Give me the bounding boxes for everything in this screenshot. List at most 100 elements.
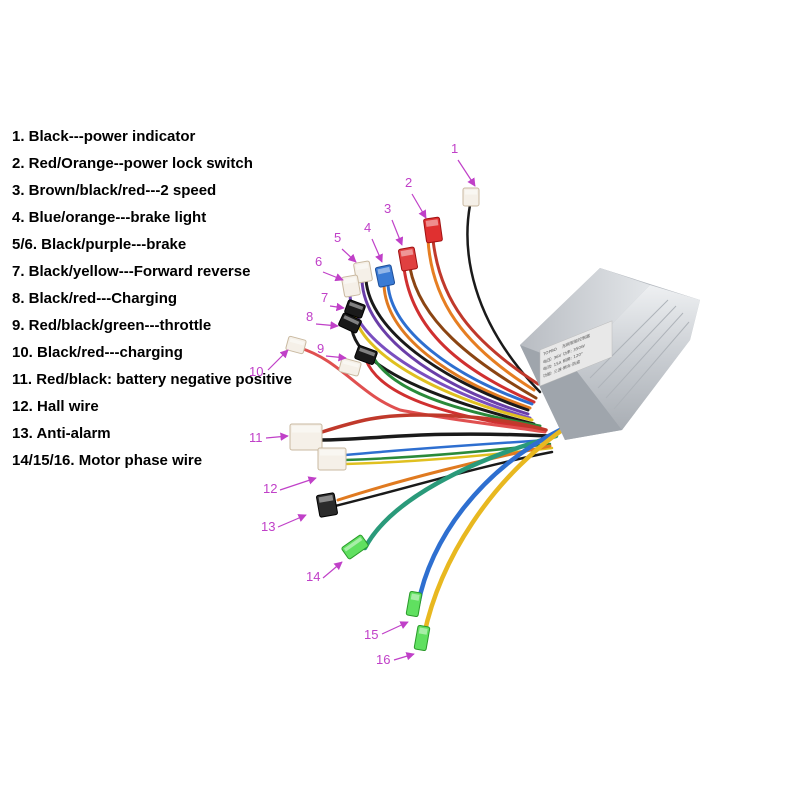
wire-25 — [421, 425, 568, 638]
legend-item-6: 7. Black/yellow---Forward reverse — [12, 263, 251, 280]
connector-icon — [317, 447, 347, 471]
connector-highlight — [342, 360, 360, 368]
arrow-icon — [391, 219, 404, 246]
connector-icon — [341, 274, 361, 298]
connector-icon — [354, 345, 378, 365]
connector-body — [374, 264, 396, 288]
callout-16: 16 — [376, 652, 390, 667]
connector-icon — [341, 534, 369, 560]
callout-15: 15 — [364, 627, 378, 642]
arrow-icon — [381, 621, 409, 635]
legend-item-12: 13. Anti-alarm — [12, 425, 111, 442]
wire-4 — [408, 266, 538, 400]
legend-item-4: 4. Blue/orange---brake light — [12, 209, 207, 226]
legend-item-9: 10. Black/red---charging — [12, 344, 183, 361]
wire-13 — [370, 353, 542, 428]
connector-icon — [338, 357, 362, 377]
legend-item-11: 12. Hall wire — [12, 398, 99, 415]
connector-highlight — [425, 219, 439, 227]
connector-icon — [462, 187, 480, 207]
connector-icon — [398, 246, 418, 272]
controller-icon: TOPBO 无刷智能控制器 电压: 36V 功率: 350W 电流: 15A 相… — [520, 268, 700, 440]
connector-body — [354, 345, 378, 365]
wire-12 — [350, 328, 536, 426]
connector-icon — [413, 624, 431, 652]
connector-body — [423, 216, 443, 244]
connector-icon — [353, 260, 373, 284]
callout-7: 7 — [321, 290, 328, 305]
arrow-icon — [277, 514, 307, 528]
arrow-icon — [315, 321, 339, 330]
wire-1 — [466, 203, 542, 394]
wire-23 — [362, 433, 559, 551]
connector-highlight — [358, 347, 376, 357]
connector-highlight — [355, 263, 369, 271]
connector-icon — [316, 492, 338, 518]
connector-highlight — [400, 249, 414, 257]
connector-body — [405, 590, 423, 618]
connector-icon — [374, 264, 396, 288]
connector-highlight — [320, 450, 344, 456]
wire-8 — [364, 278, 530, 412]
callout-3: 3 — [384, 201, 391, 216]
arrow-icon — [393, 652, 415, 661]
connector-icon — [338, 312, 362, 334]
arrow-icon — [279, 476, 317, 491]
arrow-icon — [265, 432, 289, 441]
callout-8: 8 — [306, 309, 313, 324]
wire-16 — [320, 413, 548, 434]
connector-body — [462, 187, 480, 207]
arrow-icon — [325, 353, 347, 362]
connector-body — [344, 299, 366, 319]
callout-12: 12 — [263, 481, 277, 496]
arrow-icon — [341, 248, 357, 263]
connector-body — [398, 246, 418, 272]
connector-body — [289, 423, 323, 451]
connector-highlight — [410, 593, 420, 601]
callout-2: 2 — [405, 175, 412, 190]
arrow-icon — [329, 302, 345, 312]
connector-body — [341, 274, 361, 298]
callout-5: 5 — [334, 230, 341, 245]
controller-brand: TOPBO — [542, 346, 557, 357]
arrow-icon — [411, 193, 427, 219]
callout-14: 14 — [306, 569, 320, 584]
callout-13: 13 — [261, 519, 275, 534]
connector-icon — [423, 216, 443, 244]
callout-1: 1 — [451, 141, 458, 156]
wire-15 — [298, 346, 547, 434]
legend-item-13: 14/15/16. Motor phase wire — [12, 452, 203, 469]
wire-3 — [426, 238, 536, 392]
wire-7 — [382, 283, 532, 410]
callout-4: 4 — [364, 220, 371, 235]
arrow-icon — [457, 159, 476, 187]
connector-highlight — [289, 338, 305, 346]
connector-icon — [405, 590, 423, 618]
wire-18 — [343, 438, 550, 457]
legend-item-3: 3. Brown/black/red---2 speed — [12, 182, 217, 199]
connector-highlight — [377, 266, 391, 275]
wire-11 — [353, 313, 534, 422]
connector-body — [413, 624, 431, 652]
connector-highlight — [343, 315, 360, 326]
wire-24 — [415, 427, 563, 608]
callout-9: 9 — [317, 341, 324, 356]
wire-14 — [364, 358, 544, 432]
connector-body — [341, 534, 369, 560]
legend-item-1: 1. Black---power indicator — [12, 128, 196, 145]
wire-bundle — [298, 203, 568, 638]
connector-body — [285, 335, 307, 355]
arrow-icon — [322, 561, 343, 579]
connector-highlight — [418, 627, 428, 635]
legend-item-8: 9. Red/black/green---throttle — [12, 317, 212, 334]
connector-icon — [344, 299, 366, 319]
wire-17 — [320, 432, 550, 442]
connector-icon — [285, 335, 307, 355]
connector-highlight — [343, 537, 363, 552]
connector-highlight — [292, 426, 320, 433]
connector-body — [338, 312, 362, 334]
legend-item-7: 8. Black/red---Charging — [12, 290, 178, 307]
callout-6: 6 — [315, 254, 322, 269]
